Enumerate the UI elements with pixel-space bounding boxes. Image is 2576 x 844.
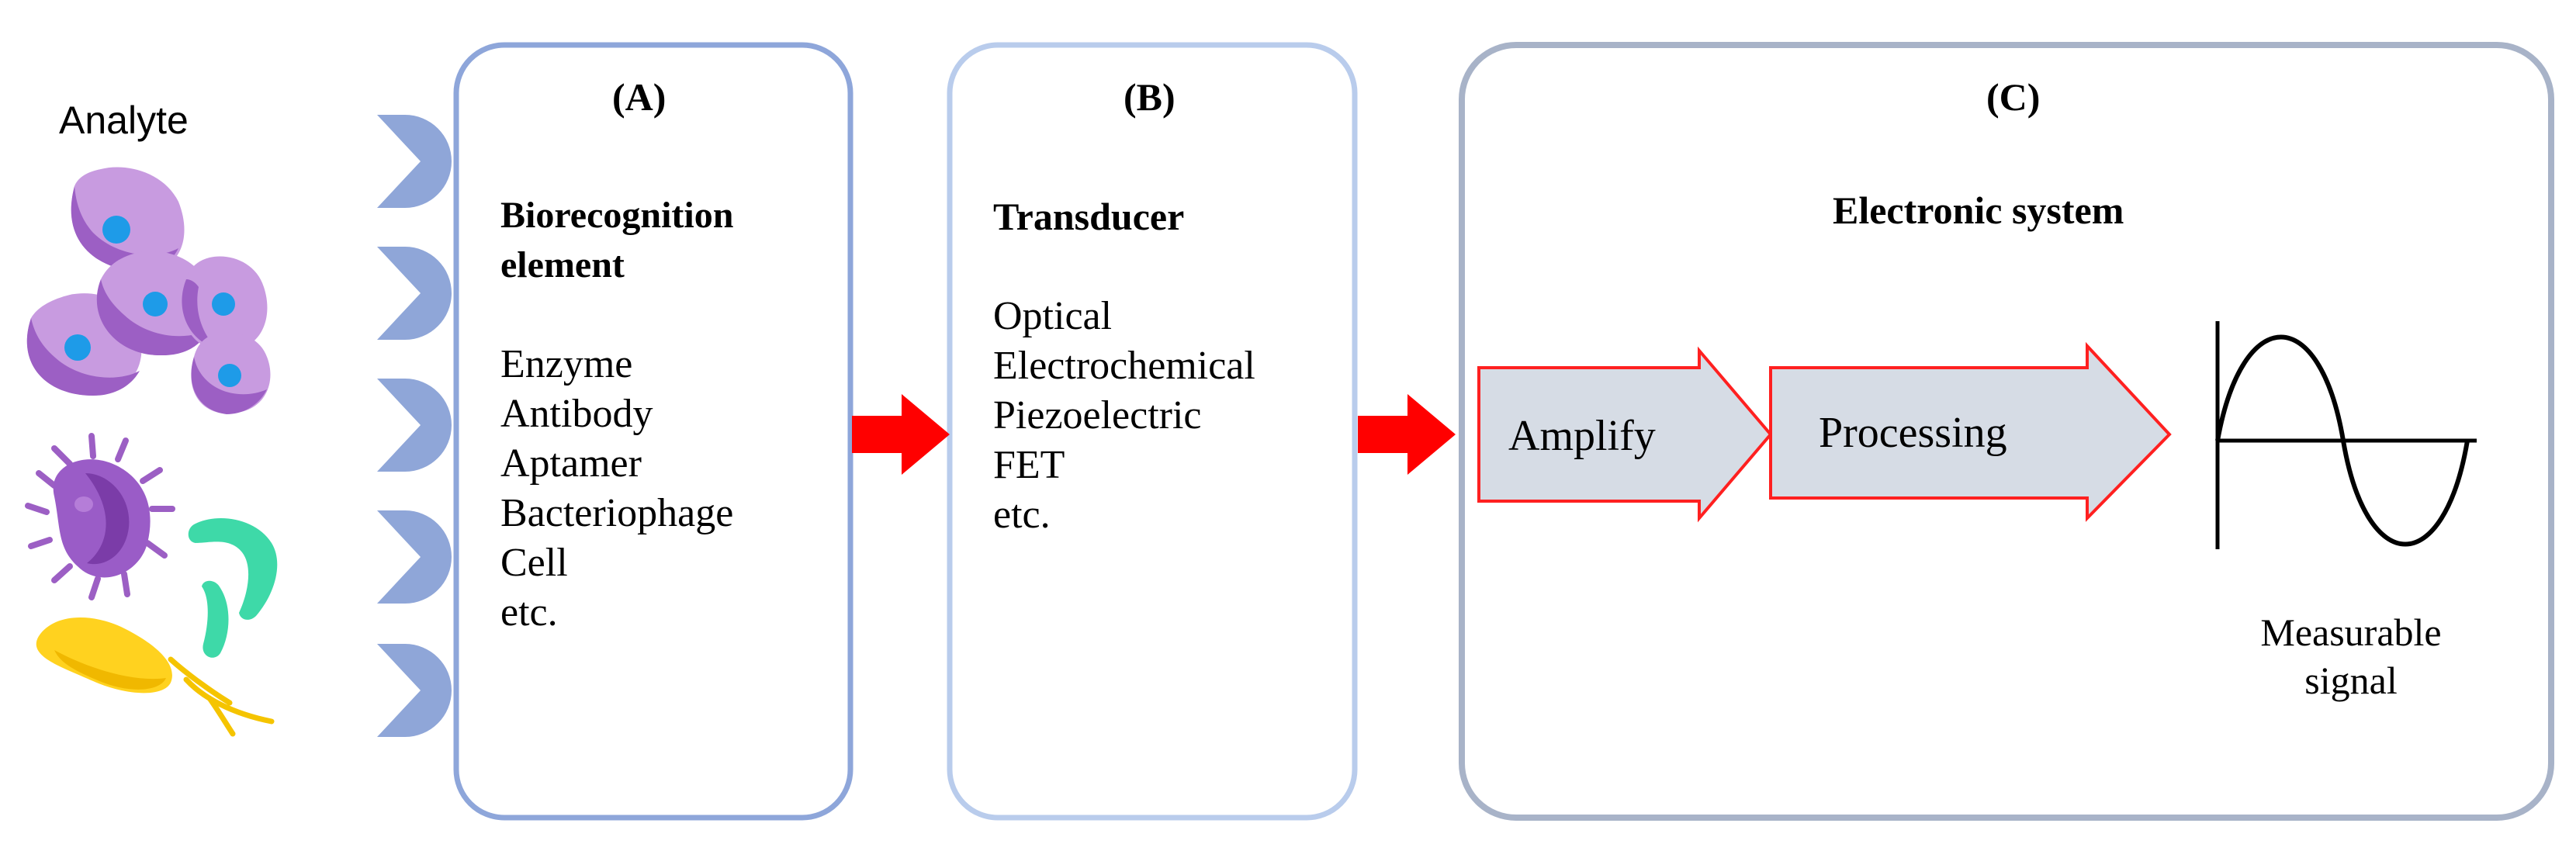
amplify-label: Amplify bbox=[1508, 412, 1656, 460]
arrow-b-to-c bbox=[1358, 394, 1456, 475]
signal-label-line: Measurable bbox=[2260, 611, 2442, 654]
sine-wave bbox=[2215, 334, 2470, 547]
panel-a-box bbox=[453, 42, 853, 821]
panel-b-item: Electrochemical bbox=[993, 344, 1255, 388]
panel-b-item: Piezoelectric bbox=[993, 393, 1202, 438]
cell-icon bbox=[71, 167, 185, 272]
panel-a-item: Enzyme bbox=[500, 342, 633, 386]
panel-a-item: Antibody bbox=[500, 392, 653, 436]
panel-a-list: Enzyme Antibody Aptamer Bacteriophage Ce… bbox=[500, 340, 733, 638]
cells-illustration bbox=[26, 167, 271, 414]
panel-a-item: etc. bbox=[500, 590, 558, 635]
panel-b-item: FET bbox=[993, 443, 1065, 487]
cell-icon bbox=[96, 251, 211, 356]
panel-b-title: Transducer bbox=[993, 195, 1185, 238]
signal-label-line: signal bbox=[2304, 659, 2398, 702]
panel-b-item: Optical bbox=[993, 294, 1113, 338]
signal-plot bbox=[2215, 321, 2477, 549]
amplify-arrow bbox=[1477, 346, 1773, 523]
receptor-icon bbox=[377, 510, 452, 604]
flagellated-bacterium-icon bbox=[36, 617, 275, 737]
panel-c-title: Electronic system bbox=[1833, 189, 2124, 232]
cell-icon bbox=[191, 332, 271, 414]
receptor-icon bbox=[377, 379, 452, 472]
panel-a-item: Cell bbox=[500, 541, 568, 585]
panel-a-letter: (A) bbox=[612, 75, 667, 119]
panel-a-item: Aptamer bbox=[500, 441, 642, 486]
processing-label: Processing bbox=[1819, 409, 2007, 457]
panel-a-title-line: Biorecognition bbox=[500, 195, 734, 236]
panel-a-title: Biorecognition element bbox=[500, 191, 733, 290]
panel-a-item: Bacteriophage bbox=[500, 491, 734, 535]
analyte-label: Analyte bbox=[59, 99, 189, 142]
receptor-icons bbox=[377, 115, 452, 737]
receptor-icon bbox=[377, 247, 452, 340]
panel-c-box bbox=[1459, 42, 2554, 821]
panel-a-title-line: element bbox=[500, 244, 625, 285]
receptor-icon bbox=[377, 644, 452, 737]
processing-arrow bbox=[1769, 341, 2172, 522]
measurable-signal-label: Measurable signal bbox=[2219, 608, 2483, 704]
panel-c-letter: (C) bbox=[1986, 75, 2041, 119]
cell-icon bbox=[181, 256, 268, 351]
bacillus-icon bbox=[188, 518, 278, 658]
panel-b-item: etc. bbox=[993, 493, 1051, 537]
panel-b-list: Optical Electrochemical Piezoelectric FE… bbox=[993, 292, 1255, 540]
bacterium-icon bbox=[25, 433, 175, 600]
receptor-icon bbox=[377, 115, 452, 208]
panel-b-box bbox=[947, 42, 1358, 821]
panel-b-letter: (B) bbox=[1124, 75, 1175, 119]
arrow-a-to-b bbox=[852, 394, 950, 475]
